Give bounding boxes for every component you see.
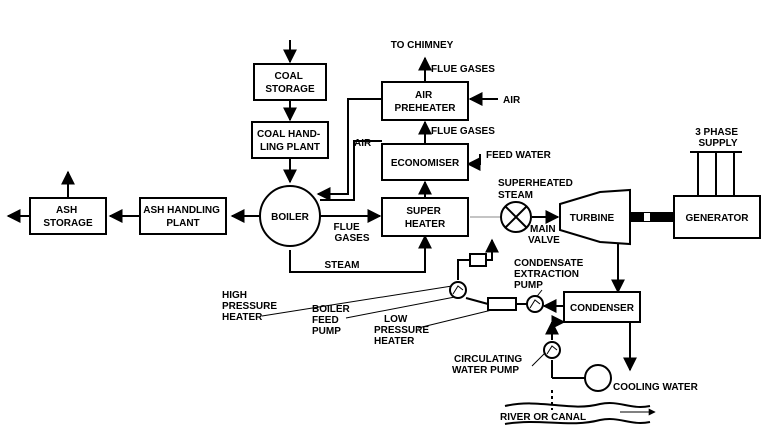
condenser-label: CONDENSER <box>570 303 635 314</box>
ash-handling-label: ASH HANDLING PLANT <box>143 205 222 229</box>
coupling-gap <box>644 213 650 221</box>
three-phase-label: 3 PHASE SUPPLY <box>695 127 741 149</box>
superheated-steam-label: SUPERHEATED STEAM <box>498 178 576 201</box>
steam-to-superheater-arrow <box>289 234 432 273</box>
to-chimney-label: TO CHIMNEY <box>391 40 454 51</box>
condensate-pump-label: CONDENSATE EXTRACTION PUMP <box>514 258 586 291</box>
circulating-pump-symbol <box>543 341 561 359</box>
cooling-water-label: COOLING WATER <box>613 382 699 393</box>
generator-block: GENERATOR <box>673 195 761 239</box>
economiser-block: ECONOMISER <box>381 143 469 181</box>
steam-label: STEAM <box>325 260 360 271</box>
coal-handling-block: COAL HAND- LING PLANT <box>251 121 329 159</box>
flue-gases-mid-label: FLUE GASES <box>431 126 495 137</box>
air-in-label: AIR <box>503 95 521 106</box>
air-preheater-block: AIR PREHEATER <box>381 81 469 121</box>
ash-storage-block: ASH STORAGE <box>29 197 107 235</box>
preheater-air-to-boiler-arrow <box>316 98 382 201</box>
coal-storage-label: COAL STORAGE <box>265 71 315 95</box>
lp-heater-pointer <box>417 307 501 329</box>
ash-storage-label: ASH STORAGE <box>43 205 93 229</box>
economiser-label: ECONOMISER <box>391 158 460 169</box>
feed-water-arrow <box>466 154 481 171</box>
lp-heater-to-bf-pump-line <box>465 297 489 305</box>
main-valve-label: MAIN VALVE <box>528 224 560 246</box>
air-boiler-label: AIR <box>354 138 372 149</box>
circulating-pump-label: CIRCULATING WATER PUMP <box>452 354 525 376</box>
river-wave-top <box>504 402 651 408</box>
main-valve-symbol <box>500 201 532 233</box>
ash-handling-block: ASH HANDLING PLANT <box>139 197 227 235</box>
turbine-label: TURBINE <box>570 213 615 224</box>
condensate-pump-symbol <box>526 295 544 313</box>
boiler-label: BOILER <box>271 212 310 223</box>
flue-gases-boiler-label: FLUE GASES <box>334 222 370 244</box>
hp-heater-pointer <box>261 285 453 317</box>
coal-storage-block: COAL STORAGE <box>253 63 327 101</box>
air-preheater-label: AIR PREHEATER <box>395 90 457 114</box>
shaft-coupling <box>630 212 674 222</box>
air-to-boiler-line <box>320 140 382 201</box>
boiler-feed-pump-label: BOILER FEED PUMP <box>312 304 353 337</box>
flow-lines <box>6 40 742 425</box>
feed-water-label: FEED WATER <box>486 150 552 161</box>
hp-heater-to-feed-arrow <box>485 238 499 261</box>
cooling-tower-symbol <box>584 364 612 392</box>
river-wave-bottom <box>504 418 651 425</box>
condenser-block: CONDENSER <box>563 291 641 323</box>
turbine-block: TURBINE <box>559 188 631 246</box>
boiler-block: BOILER <box>259 185 321 247</box>
hp-heater-symbol <box>469 253 487 267</box>
coal-handling-label: COAL HAND- LING PLANT <box>257 129 323 153</box>
super-heater-label: SUPER HEATER <box>405 206 446 230</box>
bf-pump-symbol <box>449 281 467 299</box>
lp-heater-label: LOW PRESSURE HEATER <box>374 314 432 347</box>
river-label: RIVER OR CANAL <box>500 412 586 423</box>
hp-heater-label: HIGH PRESSURE HEATER <box>222 290 280 323</box>
bf-pump-to-hp-heater-line <box>457 259 470 280</box>
super-heater-block: SUPER HEATER <box>381 197 469 237</box>
lp-heater-symbol <box>487 297 517 311</box>
generator-label: GENERATOR <box>686 213 750 224</box>
bf-pump-pointer <box>345 295 461 319</box>
flue-gases-top-label: FLUE GASES <box>431 64 495 75</box>
